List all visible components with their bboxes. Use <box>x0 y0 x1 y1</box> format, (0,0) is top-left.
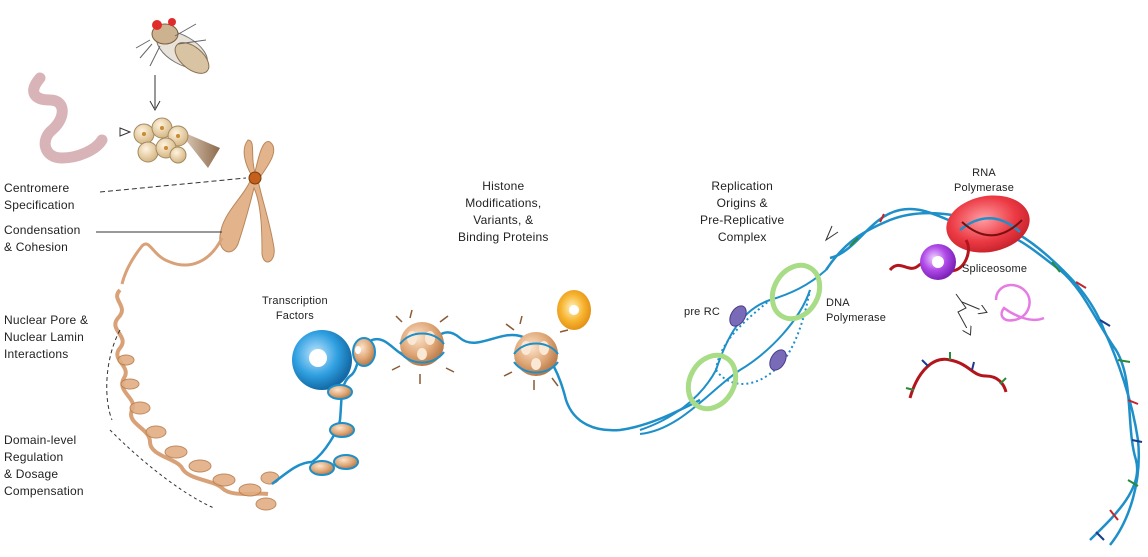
nucleosome-cluster-histone <box>391 309 455 384</box>
lariat-rna <box>994 283 1045 322</box>
double-helix <box>824 207 1140 546</box>
embryo-cells-icon <box>133 117 220 168</box>
nucleosome-cluster-1 <box>309 337 376 476</box>
worm-icon <box>28 72 108 164</box>
pre-rc-marker-2 <box>769 349 787 371</box>
chromatin-loops <box>117 354 280 511</box>
label-spliceosome: Spliceosome <box>962 263 1028 275</box>
mature-mrna <box>908 357 1008 399</box>
replication-bubble <box>639 262 827 435</box>
helix-base-pairs <box>849 213 1143 541</box>
dna-polymerase-ring-2 <box>769 262 823 322</box>
label-condensation-cohesion: Condensation& Cohesion <box>4 223 81 254</box>
chromatin-fiber <box>120 237 224 285</box>
rna-polymerase <box>946 195 1030 253</box>
fly-icon <box>135 18 210 74</box>
chromosome <box>219 139 275 263</box>
centromere-marker <box>248 171 262 185</box>
dna-polymerase-ring-1 <box>685 352 739 412</box>
label-pre-rc: pre RC <box>684 306 721 318</box>
pre-rc-marker-1 <box>729 305 747 327</box>
nucleosome-cluster-binding <box>503 290 591 390</box>
